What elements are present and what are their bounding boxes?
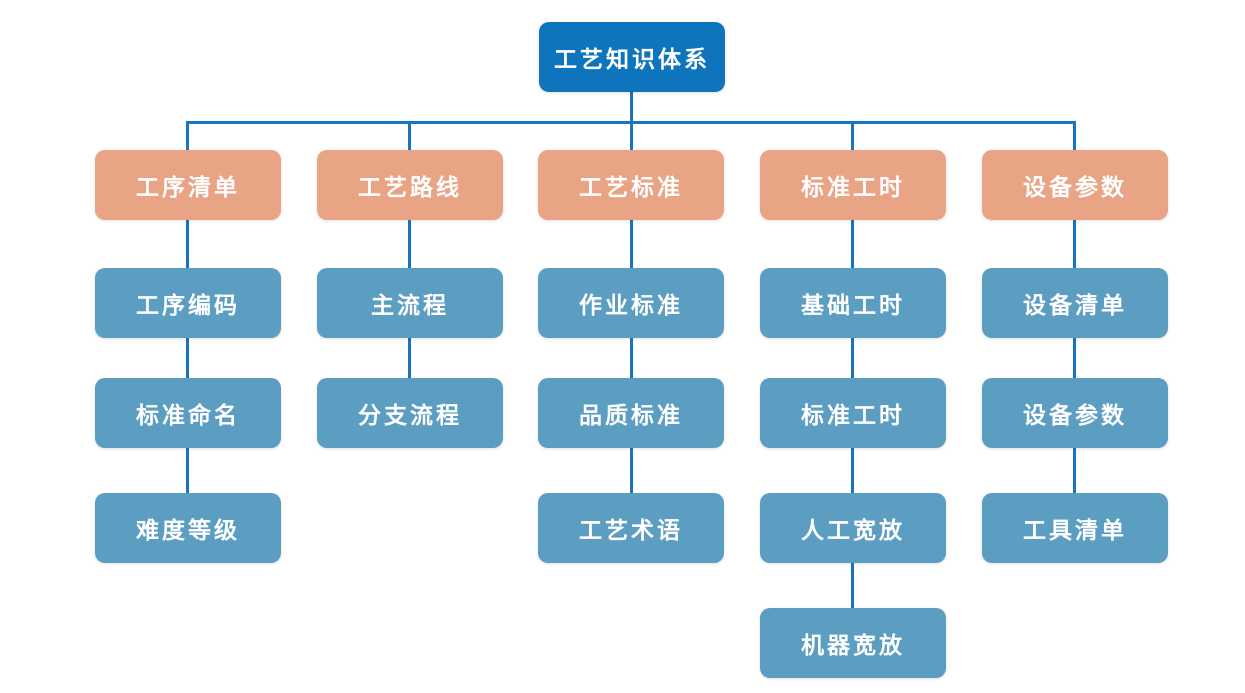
node-leaf: 人工宽放 [760,493,946,563]
node-leaf: 工序编码 [95,268,281,338]
node-leaf: 标准工时 [760,378,946,448]
node-leaf: 工具清单 [982,493,1168,563]
connector-line [630,92,633,123]
node-leaf: 作业标准 [538,268,724,338]
node-leaf: 工艺术语 [538,493,724,563]
node-leaf: 分支流程 [317,378,503,448]
node-branch-process-route: 工艺路线 [317,150,503,220]
node-leaf: 基础工时 [760,268,946,338]
node-branch-process-list: 工序清单 [95,150,281,220]
node-leaf: 标准命名 [95,378,281,448]
node-leaf: 设备清单 [982,268,1168,338]
node-root: 工艺知识体系 [539,22,725,92]
node-leaf: 设备参数 [982,378,1168,448]
node-leaf: 主流程 [317,268,503,338]
node-leaf: 机器宽放 [760,608,946,678]
node-leaf: 品质标准 [538,378,724,448]
node-branch-equipment-params: 设备参数 [982,150,1168,220]
connector-line [851,122,854,612]
node-branch-process-standard: 工艺标准 [538,150,724,220]
node-leaf: 难度等级 [95,493,281,563]
node-branch-standard-hours: 标准工时 [760,150,946,220]
connector-line [408,122,411,382]
